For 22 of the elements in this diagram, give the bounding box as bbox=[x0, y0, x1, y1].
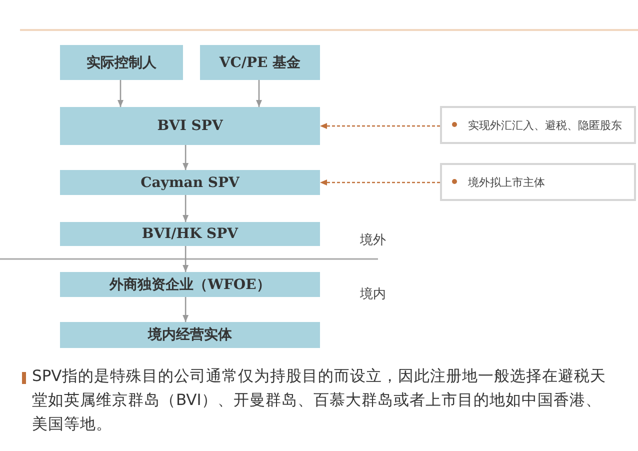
arrow bbox=[118, 80, 124, 107]
process-box: 境内经营实体 bbox=[60, 322, 320, 348]
arrow bbox=[320, 123, 440, 129]
note-box bbox=[440, 163, 636, 201]
note-text: 境外拟上市主体 bbox=[468, 174, 545, 190]
arrow bbox=[256, 80, 262, 107]
note-text: 实现外汇汇入、避税、隐匿股东 bbox=[468, 118, 622, 132]
process-box: VC/PE 基金 bbox=[200, 45, 320, 80]
process-box: BVI/HK SPV bbox=[60, 222, 320, 246]
process-box: BVI SPV bbox=[60, 107, 320, 145]
region-label: 境内 bbox=[360, 286, 386, 303]
region-label: 境外 bbox=[360, 232, 386, 249]
process-box: Cayman SPV bbox=[60, 170, 320, 195]
arrow bbox=[182, 195, 189, 222]
arrow bbox=[182, 297, 189, 322]
arrow bbox=[182, 246, 189, 272]
arrow bbox=[182, 145, 189, 170]
process-box: 实际控制人 bbox=[60, 45, 183, 80]
note-paragraph: SPV指的是特殊目的公司通常仅为持股目的而设立，因此注册地一般选择在避税天堂如英属维京群岛（BVI）、开曼群岛、百慕大群岛或者上市目的地如中国香港、美国等地。 bbox=[32, 366, 607, 435]
note-box bbox=[440, 106, 636, 144]
arrow bbox=[320, 180, 440, 186]
process-box: 外商独资企业（WFOE） bbox=[60, 272, 320, 297]
